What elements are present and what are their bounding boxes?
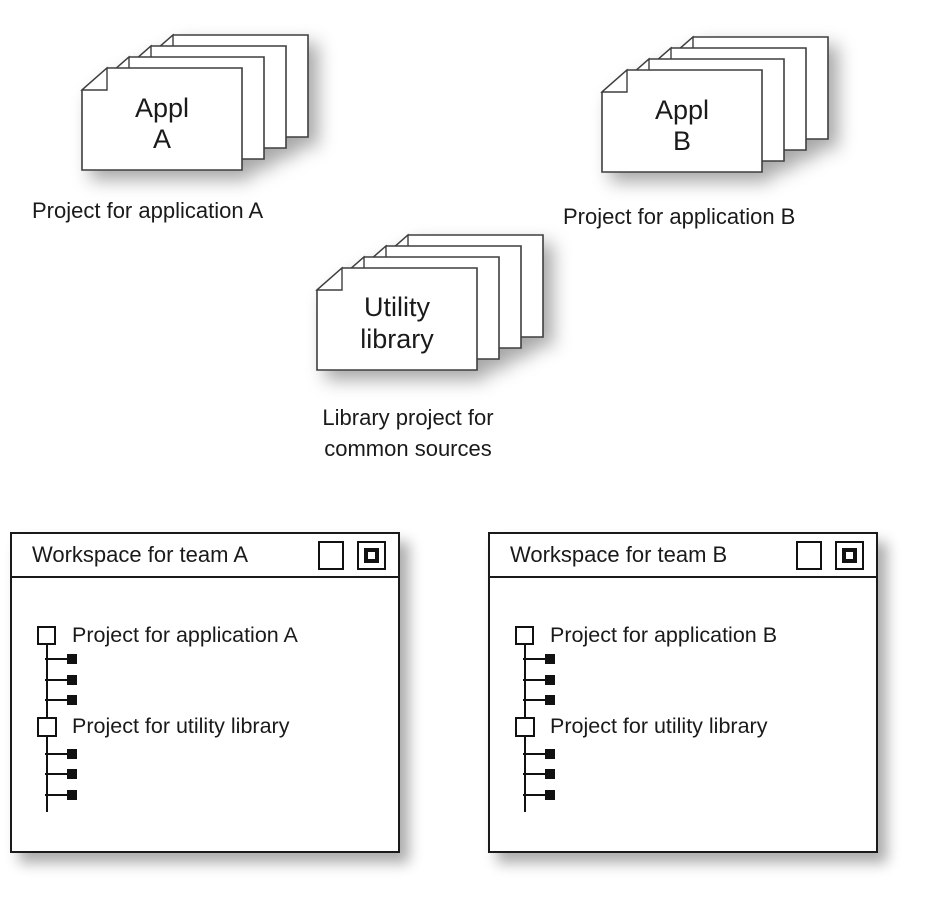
stacked-sheets [600,35,829,173]
window-title: Workspace for team B [510,542,728,567]
tree-node-label[interactable]: Project for utility library [550,714,768,738]
doc-label-line: Utility [364,292,430,322]
window-workspace-team-b: Workspace for team B Project for applica… [488,532,878,853]
window-title: Workspace for team A [32,542,249,567]
document-stack-appl-b: Appl B [600,35,829,173]
nested-square-icon[interactable] [357,540,386,570]
doc-label-line: A [153,124,171,154]
doc-label-line: Appl [135,93,189,123]
nested-square-inner [842,547,857,563]
stacked-sheets [80,33,309,171]
titlebar: Workspace for team A [12,534,398,578]
tree-node-expander[interactable] [515,626,534,645]
doc-label-line: library [360,324,434,354]
tree-node-expander[interactable] [37,717,57,737]
blank-square-icon[interactable] [318,540,344,570]
window-buttons [796,540,864,570]
tree-node-label[interactable]: Project for utility library [72,714,290,738]
caption-project-application-a: Project for application A [32,198,264,223]
blank-square-icon[interactable] [796,540,822,570]
caption-project-application-b: Project for application B [563,204,796,229]
caption-line: common sources [324,436,492,461]
caption-line: Library project for [322,405,494,430]
caption-utility-library: Library project for common sources [298,402,518,464]
document-stack-appl-a: Appl A [80,33,309,171]
window-workspace-team-a: Workspace for team A Project for applica… [10,532,400,853]
doc-label-line: B [673,126,691,156]
window-buttons [318,540,386,570]
nested-square-icon[interactable] [835,540,864,570]
document-stack-utility-library: Utility library [315,233,544,371]
tree-node-label[interactable]: Project for application A [72,623,298,647]
tree-node-expander[interactable] [37,626,56,645]
titlebar: Workspace for team B [490,534,876,578]
tree-node-label[interactable]: Project for application B [550,623,778,647]
tree-node-expander[interactable] [515,717,535,737]
doc-label-line: Appl [655,95,709,125]
nested-square-inner [364,547,379,563]
stacked-sheets [315,233,544,371]
